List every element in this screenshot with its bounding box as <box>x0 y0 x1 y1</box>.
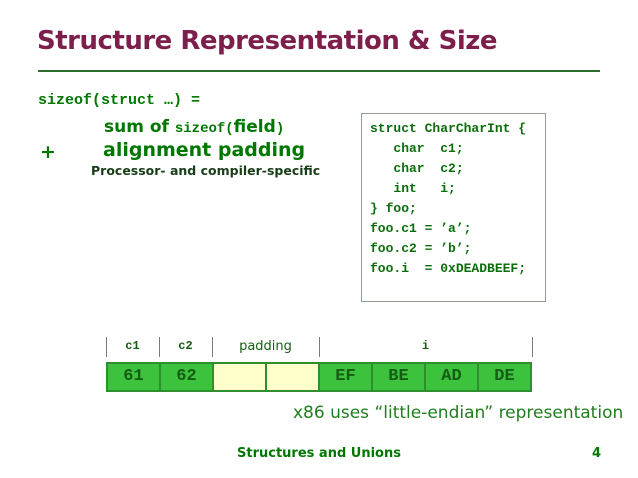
code-line: char c1; <box>370 141 464 156</box>
code-box: struct CharCharInt { char c1; char c2; i… <box>361 113 546 302</box>
formula-note: Processor- and compiler-specific <box>91 163 321 178</box>
formula-plus-sign: + <box>40 141 56 163</box>
formula-sizeof-line: sizeof(struct …) = <box>38 92 201 109</box>
code-line: foo.c2 = ’b’; <box>370 241 472 256</box>
memory-field-labels: c1 c2 padding i <box>105 337 533 357</box>
code-line: int i; <box>370 181 456 196</box>
code-line: foo.c1 = ’a’; <box>370 221 472 236</box>
formula-sizeof-call: sizeof( <box>174 121 234 137</box>
formula-field: field <box>233 117 276 137</box>
byte-cell: BE <box>371 362 426 392</box>
slide-title: Structure Representation & Size <box>37 26 498 56</box>
byte-cell: EF <box>318 362 373 392</box>
field-label-padding: padding <box>239 339 292 354</box>
tick-mark <box>158 337 160 357</box>
tick-mark <box>318 337 320 357</box>
little-endian-caption: x86 uses “little-endian” representation <box>293 403 624 423</box>
formula-sum-of: sum of <box>104 117 175 137</box>
formula-close-paren: ) <box>275 121 285 137</box>
code-line: struct CharCharInt { <box>370 121 527 136</box>
title-underline <box>38 70 600 72</box>
field-label-c2: c2 <box>178 339 193 353</box>
byte-cell: AD <box>424 362 479 392</box>
byte-cell: 62 <box>159 362 214 392</box>
formula-sum-line: sum of sizeof(field) <box>104 117 284 137</box>
padding-cell <box>265 362 320 392</box>
byte-cell: 61 <box>106 362 161 392</box>
code-line: } foo; <box>370 201 417 216</box>
formula-alignment-padding: alignment padding <box>103 139 306 161</box>
code-line: char c2; <box>370 161 464 176</box>
padding-cell <box>212 362 267 392</box>
tick-mark <box>211 337 213 357</box>
memory-byte-cells: 61 62 EF BE AD DE <box>106 362 532 392</box>
tick-mark <box>105 337 107 357</box>
code-line: foo.i = 0xDEADBEEF; <box>370 261 527 276</box>
page-number: 4 <box>591 446 601 461</box>
footer-title: Structures and Unions <box>237 446 401 461</box>
field-label-c1: c1 <box>125 339 140 353</box>
field-label-i: i <box>421 339 430 353</box>
byte-cell: DE <box>477 362 532 392</box>
tick-mark <box>531 337 533 357</box>
